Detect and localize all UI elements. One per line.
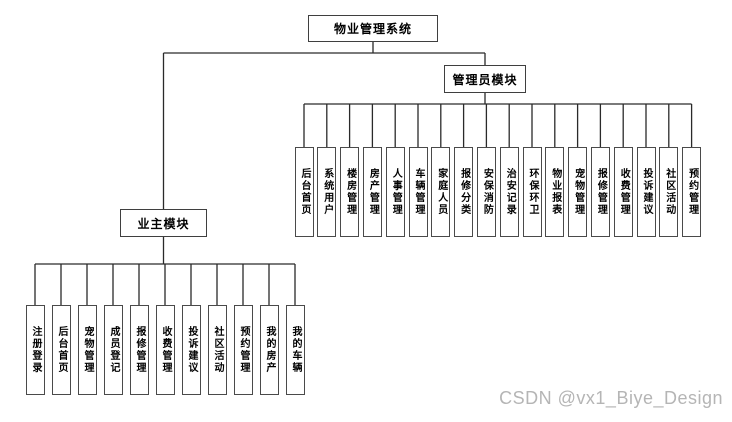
admin-module-node: 管理员模块 bbox=[444, 65, 526, 93]
admin-child-node: 楼房管理 bbox=[340, 147, 360, 237]
owner-child-node: 成员登记 bbox=[103, 305, 123, 395]
owner-child-node: 投诉建议 bbox=[181, 305, 201, 395]
admin-child-node: 报修管理 bbox=[590, 147, 610, 237]
admin-child-node: 治安记录 bbox=[499, 147, 519, 237]
owner-child-node: 我的车辆 bbox=[285, 305, 305, 395]
admin-child-node: 物业报表 bbox=[545, 147, 565, 237]
admin-child-node: 人事管理 bbox=[385, 147, 405, 237]
owner-child-node: 社区活动 bbox=[207, 305, 227, 395]
owner-child-node: 宠物管理 bbox=[77, 305, 97, 395]
owner-child-node: 报修管理 bbox=[129, 305, 149, 395]
admin-child-node: 家庭人员 bbox=[431, 147, 451, 237]
owner-module-node: 业主模块 bbox=[120, 209, 207, 237]
admin-child-node: 系统用户 bbox=[317, 147, 337, 237]
owner-child-node: 我的房产 bbox=[259, 305, 279, 395]
admin-child-node: 后台首页 bbox=[294, 147, 314, 237]
admin-child-node: 房产管理 bbox=[362, 147, 382, 237]
admin-child-node: 社区活动 bbox=[659, 147, 679, 237]
owner-child-node: 收费管理 bbox=[155, 305, 175, 395]
admin-child-node: 环保环卫 bbox=[522, 147, 542, 237]
owner-child-node: 后台首页 bbox=[51, 305, 71, 395]
owner-child-node: 注册登录 bbox=[25, 305, 45, 395]
admin-child-node: 收费管理 bbox=[613, 147, 633, 237]
admin-child-node: 安保消防 bbox=[476, 147, 496, 237]
admin-child-node: 车辆管理 bbox=[408, 147, 428, 237]
root-node-property-management-system: 物业管理系统 bbox=[308, 15, 438, 42]
csdn-watermark: CSDN @vx1_Biye_Design bbox=[499, 388, 723, 408]
admin-child-node: 预约管理 bbox=[682, 147, 702, 237]
admin-child-node: 投诉建议 bbox=[636, 147, 656, 237]
admin-child-node: 报修分类 bbox=[454, 147, 474, 237]
owner-child-node: 预约管理 bbox=[233, 305, 253, 395]
admin-child-node: 宠物管理 bbox=[568, 147, 588, 237]
